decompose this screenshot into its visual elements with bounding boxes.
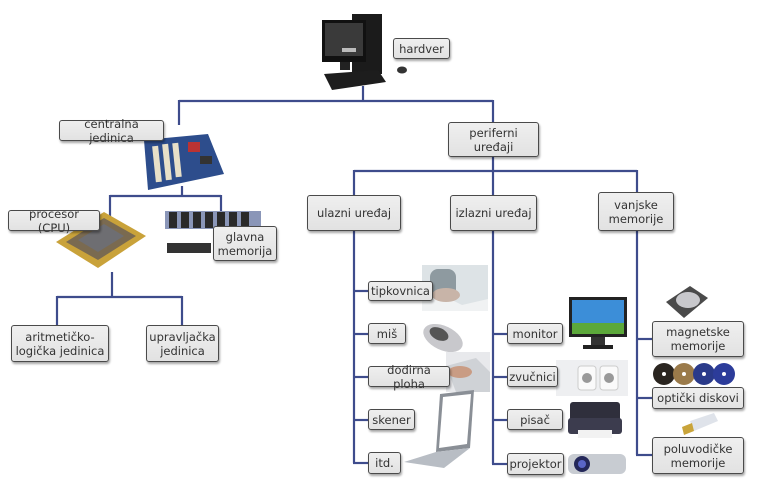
touchpad-icon (446, 352, 490, 392)
printer-icon (568, 402, 622, 438)
mouse-icon (423, 323, 463, 353)
optical-discs-icon (653, 363, 735, 385)
node-aritmeticko-logicka-jedinica: aritmetičko- logička jedinica (11, 325, 109, 362)
input-device-skener: skener (368, 409, 415, 430)
node-glavna-memorija: glavna memorija (213, 226, 277, 261)
motherboard-icon (144, 134, 224, 190)
desktop-computer-icon (322, 14, 407, 90)
node-vanjske-memorije: vanjske memorije (598, 192, 674, 231)
external-memory-magnetske: magnetske memorije (652, 321, 744, 357)
node-hardver: hardver (393, 38, 450, 59)
ram-module-icon (165, 211, 261, 253)
node-centralna-jedinica: centralna jedinica (59, 117, 164, 145)
projector-icon (568, 454, 626, 474)
laptop-icon (404, 390, 474, 468)
speakers-icon (556, 360, 628, 396)
node-ulazni-uredaj: ulazni uređaj (307, 195, 401, 231)
external-memory-opticki-diskovi: optički diskovi (652, 387, 744, 409)
input-device-mis: miš (368, 323, 406, 344)
input-device-tipkovnica: tipkovnica (368, 281, 433, 301)
output-device-pisac: pisač (507, 409, 563, 430)
output-device-monitor: monitor (507, 323, 563, 344)
output-device-zvucnici: zvučnici (507, 366, 558, 387)
hard-disk-icon (666, 286, 708, 318)
keyboard-hands-icon (422, 265, 488, 311)
node-izlazni-uredaj: izlazni uređaj (450, 195, 537, 231)
cpu-chip-icon (56, 212, 146, 268)
node-periferni-uredaji: periferni uređaji (448, 122, 539, 157)
external-memory-poluvodicke: poluvodičke memorije (652, 437, 744, 474)
input-device-itd: itd. (368, 452, 401, 474)
node-procesor: procesor (CPU) (8, 207, 100, 235)
input-device-dodirna-ploha: dodirna ploha (368, 363, 450, 391)
output-device-projektor: projektor (507, 453, 564, 475)
monitor-icon (569, 297, 627, 349)
usb-flash-icon (682, 413, 718, 435)
node-upravljacka-jedinica: upravljačka jedinica (146, 325, 219, 362)
